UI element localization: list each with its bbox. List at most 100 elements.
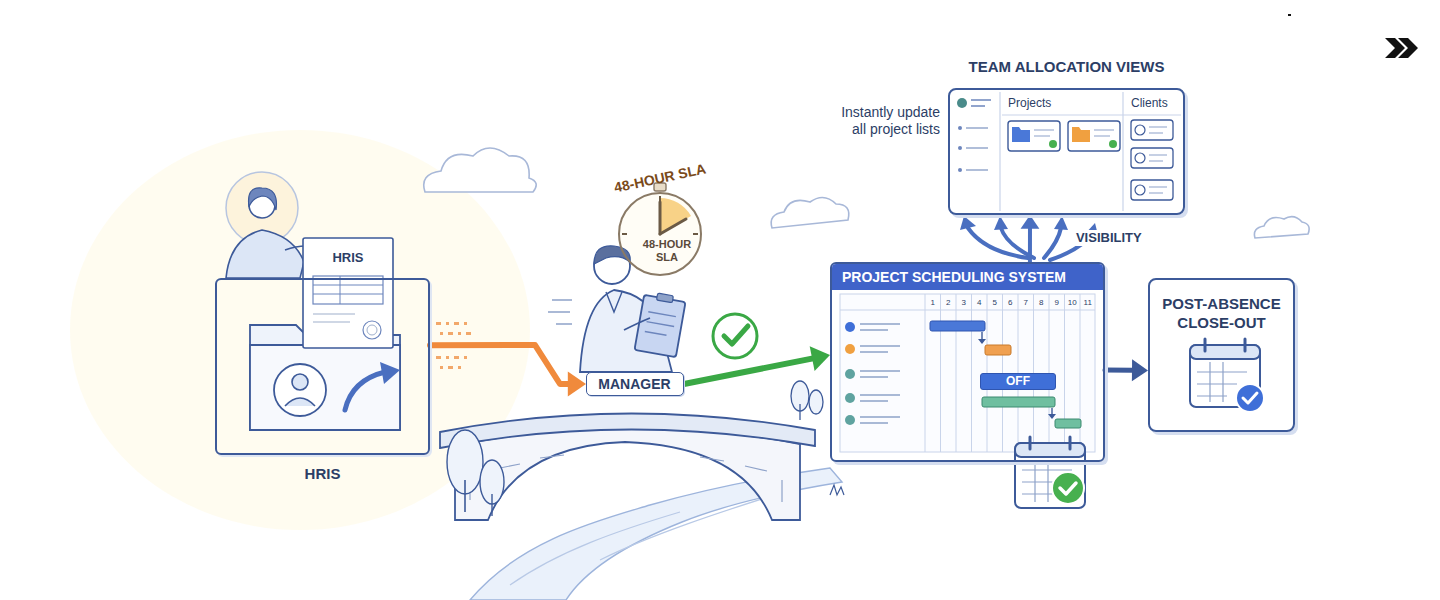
gantt-chart: [978, 339, 986, 344]
connector-line: [1105, 368, 1133, 373]
calendar-icon: [1052, 472, 1084, 504]
hr-person: [249, 188, 277, 210]
data-bits: [458, 366, 461, 369]
panel-contents: [957, 92, 1181, 211]
panel-contents: [1131, 148, 1173, 168]
panel-contents: [1135, 125, 1145, 135]
data-bits: [436, 356, 441, 359]
stone-bridge: [470, 455, 782, 502]
river: [510, 512, 680, 585]
sla-clock: 48-HOUR SLA48-HOUR SLA: [618, 192, 702, 276]
panel-contents: [1122, 92, 1123, 211]
gantt-chart: [840, 294, 1095, 452]
clouds: [424, 148, 536, 192]
gantt-chart: [845, 415, 855, 425]
column-number: 9: [1049, 297, 1065, 308]
manager-figure: [606, 292, 622, 312]
gantt-chart: [845, 322, 855, 332]
trees: [809, 390, 823, 414]
gantt-chart: [840, 310, 1095, 311]
manager-figure: [594, 246, 630, 264]
column-number: 2: [941, 297, 957, 308]
allocation-panel: TEAM ALLOCATION VIEWSProjectsClients: [948, 88, 1185, 215]
clouds: [424, 148, 1309, 238]
manager-figure: [548, 300, 572, 324]
gantt-chart: [982, 397, 1055, 407]
panel-contents: [999, 92, 1000, 211]
manager-figure: [548, 246, 686, 372]
gantt-chart: [860, 371, 900, 377]
gantt-chart: [930, 321, 985, 331]
data-bits: [440, 332, 443, 335]
fan-arrowheads: [1054, 216, 1068, 230]
hris-form: [367, 325, 377, 335]
calendar-icon: [1015, 437, 1085, 508]
panel-contents: [966, 169, 988, 170]
closeout-box: POST-ABSENCE CLOSE-OUT: [1148, 278, 1295, 432]
hr-person: [226, 230, 304, 278]
manager-figure: [645, 312, 676, 337]
closeout-calendar: [1236, 384, 1264, 412]
hris-form: [313, 313, 355, 314]
panel-contents: [1149, 155, 1167, 161]
column-heading: Projects: [1008, 96, 1051, 110]
fan-arrowheads: [994, 216, 1008, 230]
manager-figure: [656, 293, 673, 303]
data-bits: [458, 332, 461, 335]
column-number: 3: [956, 297, 972, 308]
closeout-title: POST-ABSENCE CLOSE-OUT: [1156, 294, 1287, 332]
panel-contents: [1008, 121, 1060, 151]
manager-figure: [634, 291, 686, 357]
gantt-chart: [860, 324, 900, 330]
panel-contents: [971, 100, 991, 106]
clock-face: [660, 219, 686, 234]
calendar-icon: [1030, 437, 1070, 449]
clouds: [1254, 217, 1309, 238]
calendar-icon: [1015, 443, 1085, 457]
data-bits: [446, 356, 449, 359]
gantt-chart: [860, 395, 900, 401]
panel-contents: [1068, 121, 1120, 151]
trees: [830, 485, 844, 495]
gantt-chart: [971, 294, 972, 452]
column-number: 6: [1003, 297, 1019, 308]
approval-check: [724, 326, 748, 344]
trees: [799, 404, 800, 420]
panel-contents: [1131, 180, 1173, 200]
panel-contents: [1135, 153, 1145, 163]
clock-face: [660, 198, 691, 234]
data-bits: [440, 366, 443, 369]
arrowhead: [810, 346, 830, 371]
gantt-chart: [940, 294, 941, 452]
column-number: 4: [972, 297, 988, 308]
document-title: HRIS: [303, 250, 393, 265]
data-bits: [464, 356, 467, 359]
clock-face: [618, 183, 702, 276]
panel-contents: [966, 127, 988, 128]
panel-contents: [958, 168, 962, 172]
gantt-chart: [860, 346, 900, 352]
sla-text: 48-HOUR SLA: [636, 238, 698, 264]
hris-form: [313, 285, 383, 286]
hr-person: [226, 172, 306, 278]
arrowhead: [1132, 359, 1148, 381]
panel-contents: [1149, 127, 1167, 133]
flow-arrow: [430, 345, 586, 397]
gantt-chart: [1055, 419, 1081, 428]
hris-form: [313, 276, 383, 304]
connector-line: [430, 345, 569, 384]
off-text: OFF: [981, 374, 1055, 388]
arrowhead: [1021, 215, 1040, 229]
panel-contents: [957, 98, 967, 108]
closeout-calendar: [1243, 393, 1257, 403]
folder-illustration: [250, 345, 400, 430]
folder-illustration: [292, 374, 308, 390]
clock-face: [659, 202, 662, 234]
connector-line: [684, 358, 813, 384]
connector-line: [1028, 228, 1032, 262]
calendar-icon: [1060, 483, 1076, 494]
gantt-chart: [985, 345, 1011, 355]
trees: [447, 381, 844, 516]
hris-form: [313, 321, 350, 322]
panel-contents: [1034, 130, 1054, 136]
